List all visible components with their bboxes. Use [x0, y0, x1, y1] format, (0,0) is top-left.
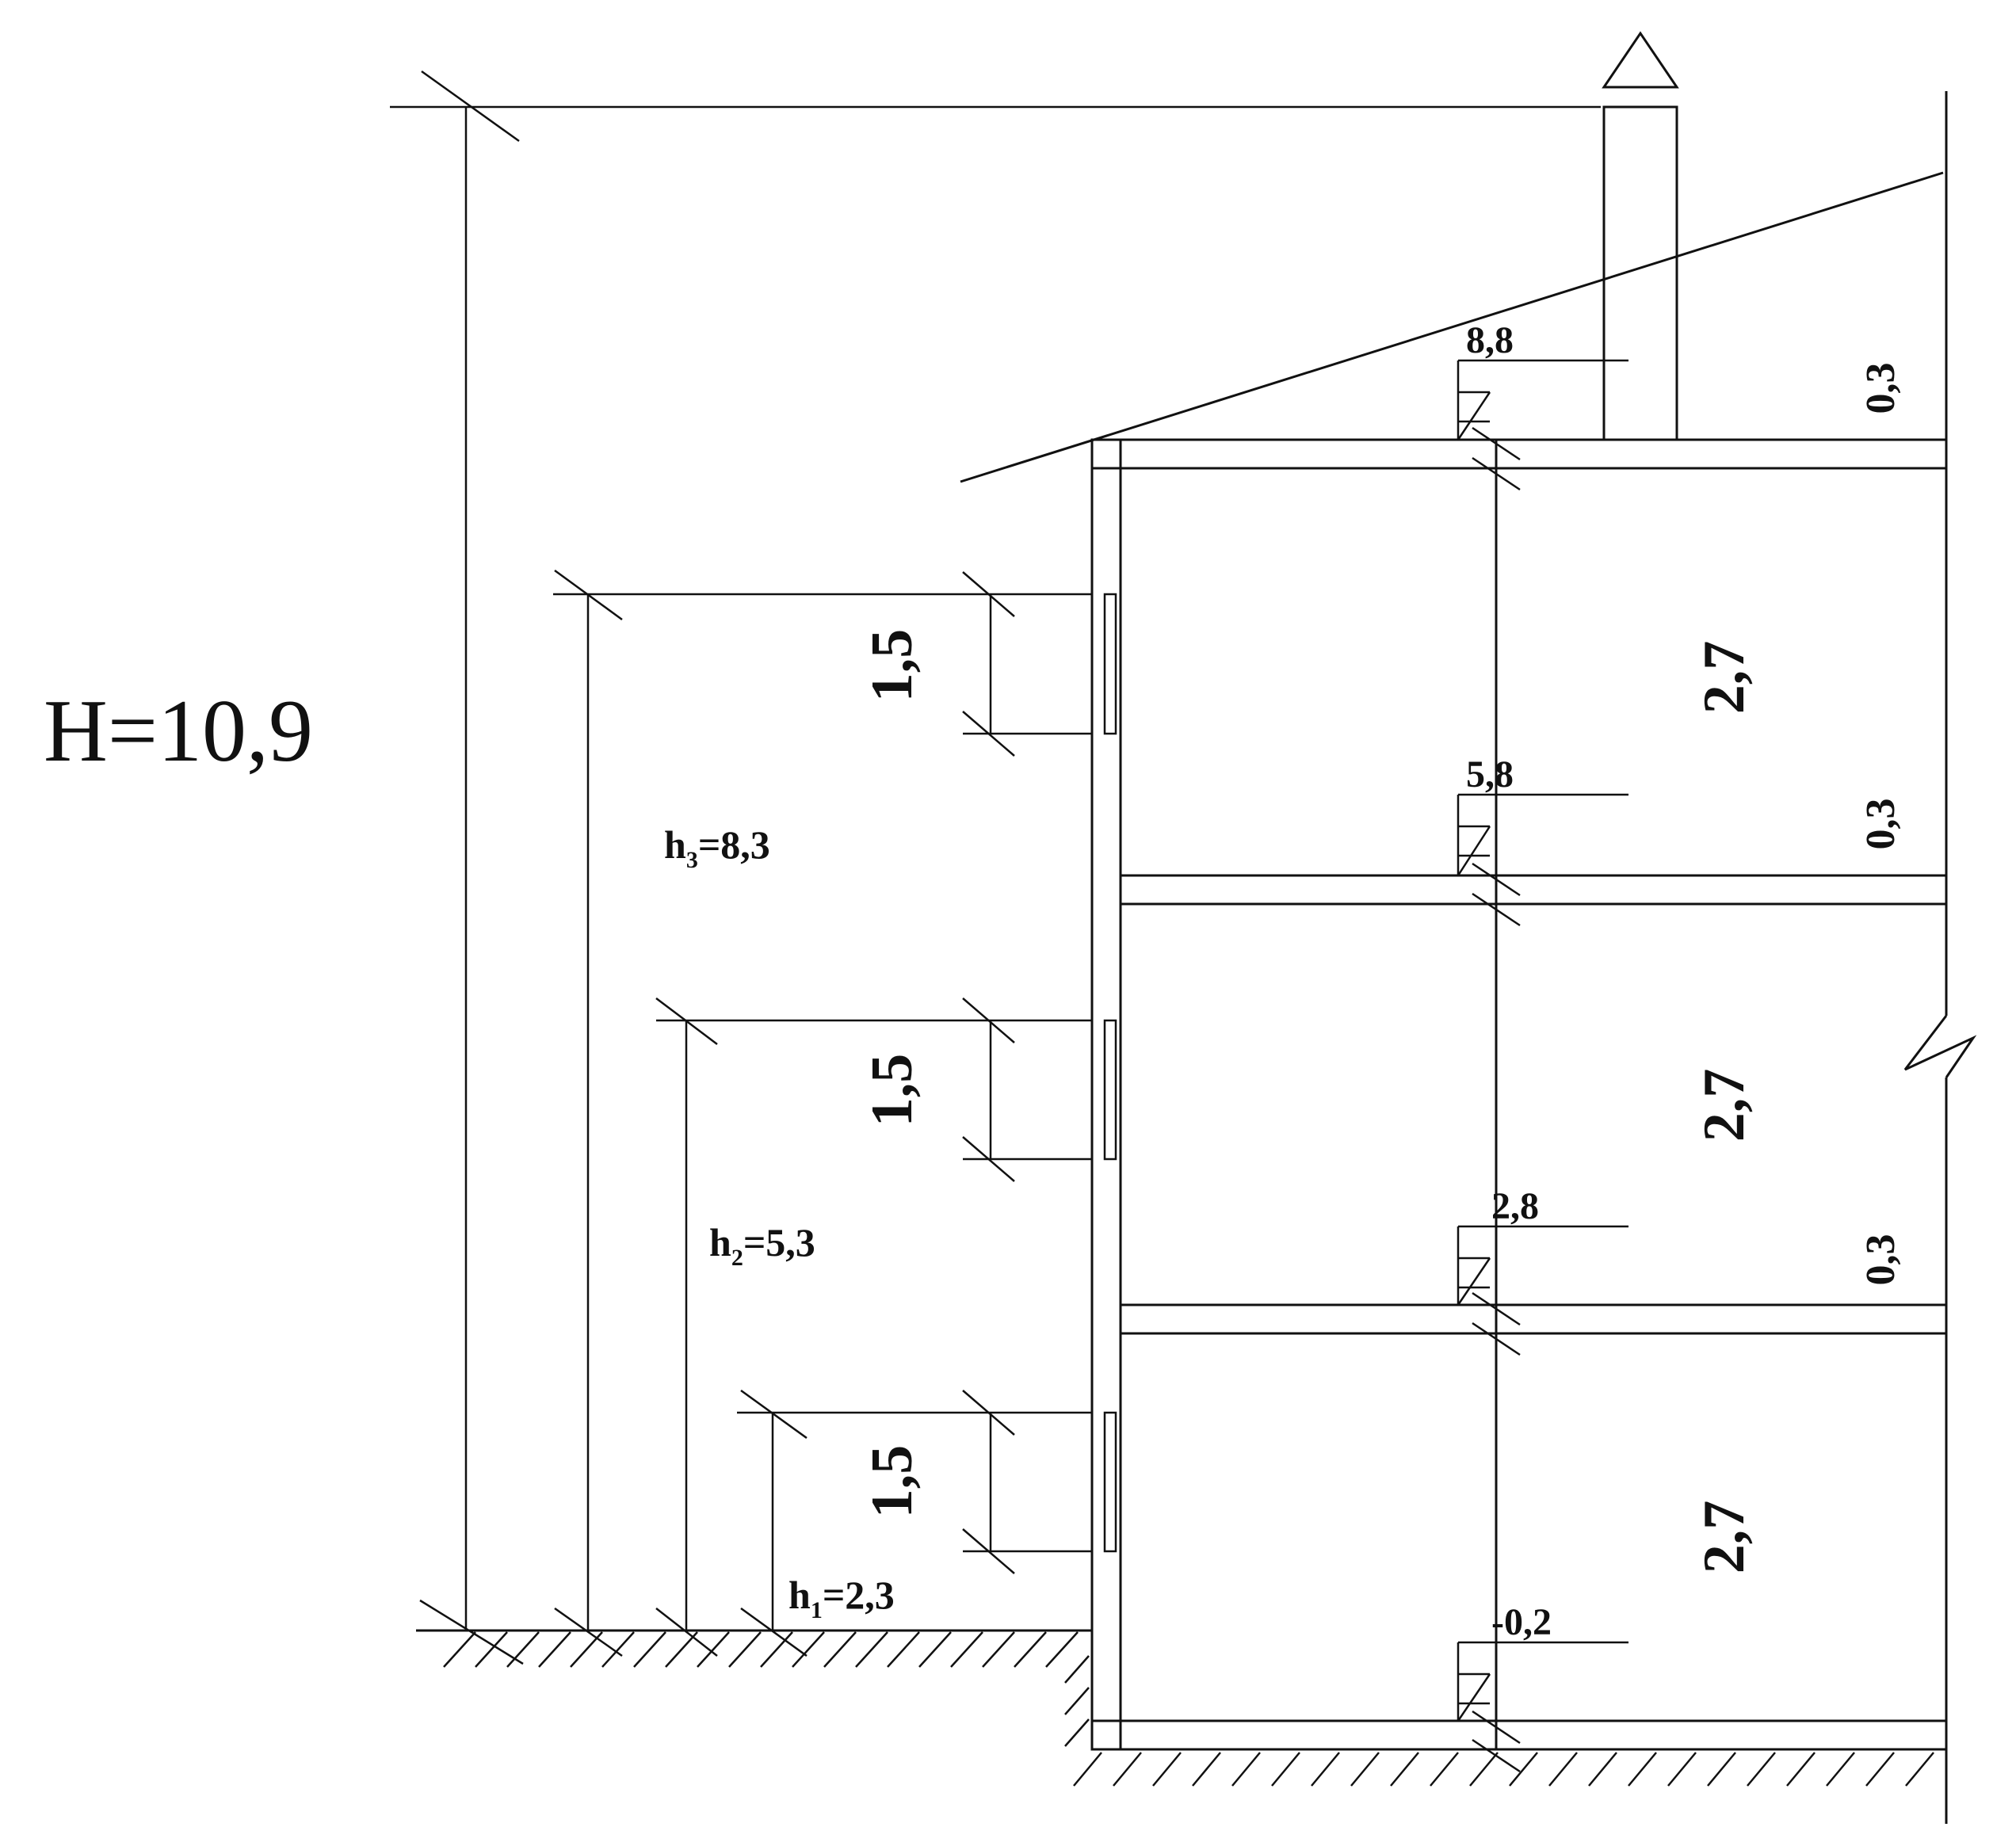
sill-height-label-h2: h2=5,3 — [709, 1220, 815, 1271]
floor-height-label-3: 2,7 — [1692, 641, 1757, 715]
sill-height-label-h1: h1=2,3 — [788, 1573, 895, 1623]
level-label-floor-1: -0,2 — [1491, 1601, 1552, 1643]
chimney — [1602, 31, 1679, 441]
total-height-label: H=10,9 — [44, 682, 313, 780]
floor-height-label-2: 2,7 — [1692, 1069, 1757, 1142]
level-markers — [1457, 359, 1628, 1722]
slab-thickness-ticks — [1472, 426, 1521, 1773]
windows — [1103, 593, 1117, 1553]
floor-height-label-1: 2,7 — [1692, 1501, 1757, 1574]
level-label-roof: 8,8 — [1466, 319, 1514, 361]
sill-height-dimensions — [553, 569, 1092, 1657]
sill-height-label-h3: h3=8,3 — [664, 822, 770, 873]
floor-slabs — [1090, 438, 1948, 1751]
window-height-label-3: 1,5 — [860, 629, 925, 703]
slab-thickness-label-floor-3: 0,3 — [1858, 799, 1903, 850]
slab-thickness-label-floor-2: 0,3 — [1858, 1234, 1903, 1286]
window-height-dimensions — [962, 571, 1092, 1574]
ground — [416, 1629, 1934, 1787]
slab-thickness-label-roof: 0,3 — [1858, 363, 1903, 414]
window-height-label-2: 1,5 — [860, 1054, 925, 1127]
roof-slope-line — [960, 171, 1944, 483]
level-label-floor-2: 2,8 — [1491, 1185, 1539, 1227]
total-height-dimension — [390, 70, 1601, 1665]
top-point-triangle-icon — [1602, 31, 1679, 89]
outer-wall — [1090, 440, 1122, 1749]
window-height-label-1: 1,5 — [860, 1445, 925, 1519]
right-boundary — [1903, 91, 1977, 1824]
level-label-floor-3: 5,8 — [1466, 753, 1514, 795]
